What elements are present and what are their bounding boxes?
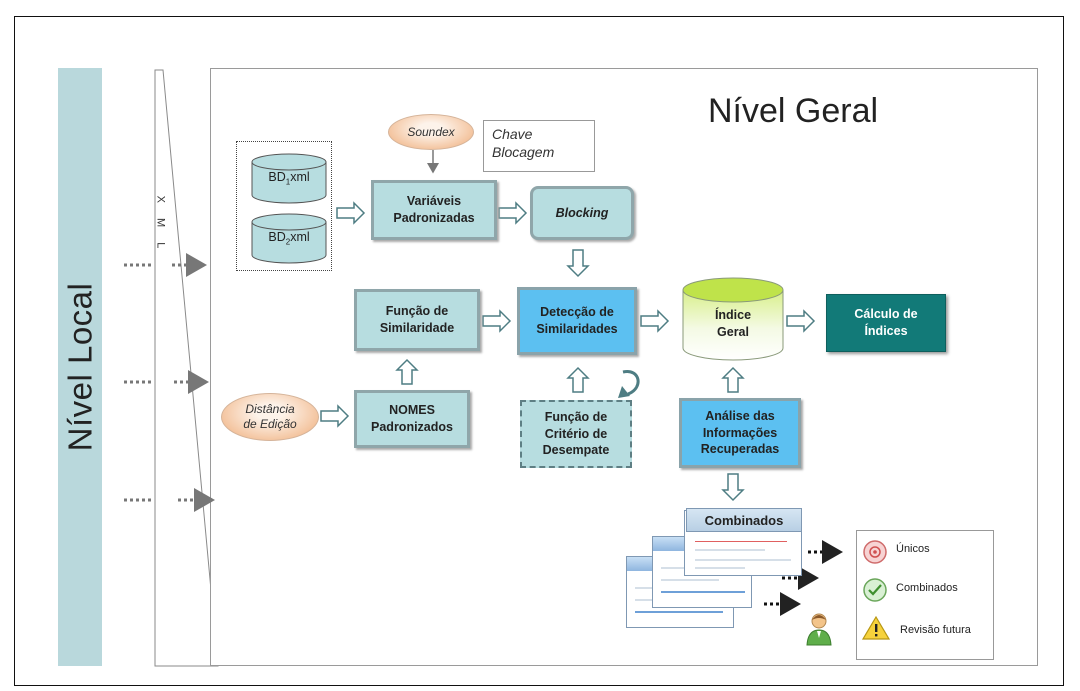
hollow-vertical-arrows [395, 249, 745, 502]
curved-arrow-head [618, 386, 630, 398]
soundex-node: Soundex [388, 114, 474, 150]
revisao-warning-icon [861, 615, 891, 640]
bd1-label: BD1xml [268, 170, 310, 187]
nivel-local-bar [58, 68, 102, 666]
reviewer-person-icon [806, 613, 832, 646]
combinados-check-icon [863, 578, 887, 602]
curved-arrow [622, 370, 640, 396]
window-to-legend-arrows [764, 540, 843, 616]
nivel-geral-title: Nível Geral [708, 92, 879, 130]
bd2-label: BD2xml [268, 230, 310, 247]
diagram-frame [14, 16, 1064, 686]
chave-blocagem-note: Chave Blocagem [483, 120, 595, 172]
legend-revisao-label: Revisão futura [900, 624, 971, 636]
indice-geral-cylinder [682, 277, 784, 361]
legend-unicos-label: Únicos [896, 543, 930, 555]
xml-connector-shape [154, 69, 219, 667]
blocking-box: Blocking [530, 186, 634, 240]
unicos-icon [863, 540, 887, 564]
bd-group [236, 141, 332, 271]
bd-cylinders [251, 153, 327, 264]
local-to-xml-arrows [124, 253, 215, 512]
hollow-right-arrows [336, 201, 816, 333]
legend-combinados-label: Combinados [896, 582, 958, 594]
combinados-window-title: Combinados [686, 508, 802, 532]
